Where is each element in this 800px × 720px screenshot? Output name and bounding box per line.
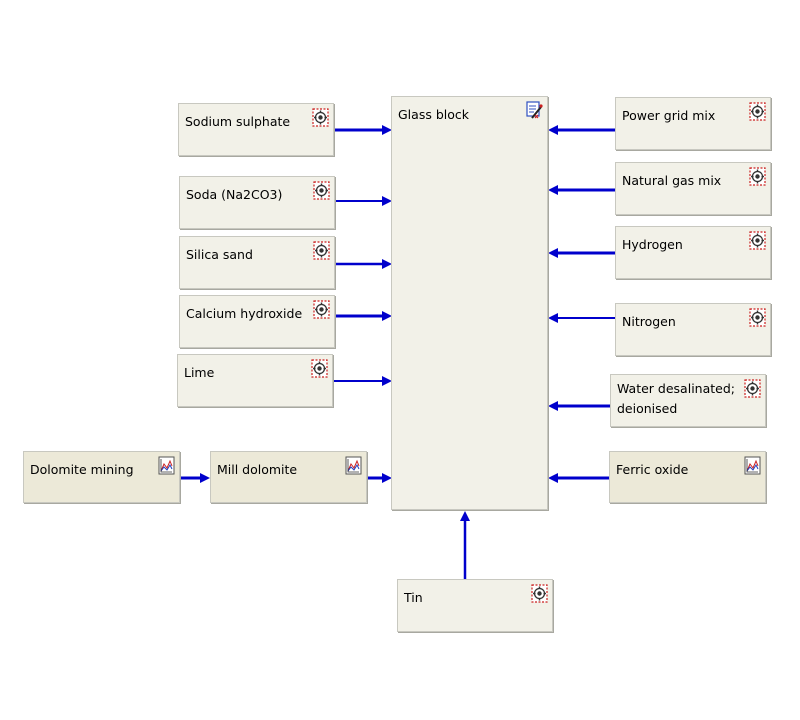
process-box-sodium-sulphate[interactable]: Sodium sulphate <box>178 103 334 156</box>
system-process-icon <box>749 231 766 250</box>
arrow-silica-sand <box>335 259 392 269</box>
process-box-calcium-hydroxide[interactable]: Calcium hydroxide <box>179 295 335 348</box>
process-label: Dolomite mining <box>30 462 134 477</box>
system-process-icon <box>313 241 330 260</box>
process-label: Soda (Na2CO3) <box>186 187 283 202</box>
process-box-soda[interactable]: Soda (Na2CO3) <box>179 176 335 229</box>
process-label: Calcium hydroxide <box>186 306 303 321</box>
process-label: Sodium sulphate <box>185 114 291 129</box>
process-box-water-desalinated[interactable]: Water desalinated; deionised <box>610 374 766 427</box>
process-box-tin[interactable]: Tin <box>397 579 553 632</box>
system-process-icon <box>749 308 766 327</box>
process-label: Hydrogen <box>622 237 683 252</box>
process-box-silica-sand[interactable]: Silica sand <box>179 236 335 289</box>
system-process-icon <box>313 181 330 200</box>
process-edit-icon <box>526 101 543 120</box>
process-label: Natural gas mix <box>622 173 722 188</box>
arrow-sodium-sulphate <box>334 125 392 135</box>
process-box-lime[interactable]: Lime <box>177 354 333 407</box>
process-label: Silica sand <box>186 247 253 262</box>
process-label: Water desalinated; deionised <box>617 381 735 416</box>
process-label: Power grid mix <box>622 108 716 123</box>
process-label: Glass block <box>398 107 469 122</box>
process-box-mill-dolomite[interactable]: Mill dolomite <box>210 451 367 503</box>
process-label: Lime <box>184 365 215 380</box>
arrow-dolomite-mining <box>180 473 210 483</box>
process-box-power-grid-mix[interactable]: Power grid mix <box>615 97 771 150</box>
process-label: Tin <box>404 590 423 605</box>
system-process-icon <box>313 300 330 319</box>
process-label: Nitrogen <box>622 314 676 329</box>
process-box-glass-block[interactable]: Glass block <box>391 96 548 510</box>
unit-process-chart-icon <box>744 456 761 475</box>
arrow-natural-gas-mix <box>548 185 615 195</box>
arrow-calcium-hydroxide <box>335 311 392 321</box>
system-process-icon <box>531 584 548 603</box>
process-box-ferric-oxide[interactable]: Ferric oxide <box>609 451 766 503</box>
system-process-icon <box>312 108 329 127</box>
process-box-dolomite-mining[interactable]: Dolomite mining <box>23 451 180 503</box>
unit-process-chart-icon <box>345 456 362 475</box>
system-process-icon <box>749 167 766 186</box>
system-process-icon <box>311 359 328 378</box>
arrow-water-desalinated <box>548 401 610 411</box>
arrow-tin <box>460 511 470 579</box>
process-box-nitrogen[interactable]: Nitrogen <box>615 303 771 356</box>
arrow-ferric-oxide <box>548 473 609 483</box>
arrow-hydrogen <box>548 248 615 258</box>
arrow-soda <box>335 196 392 206</box>
process-box-hydrogen[interactable]: Hydrogen <box>615 226 771 279</box>
process-box-natural-gas-mix[interactable]: Natural gas mix <box>615 162 771 215</box>
system-process-icon <box>749 102 766 121</box>
process-label: Mill dolomite <box>217 462 298 477</box>
unit-process-chart-icon <box>158 456 175 475</box>
arrow-nitrogen <box>548 313 615 323</box>
arrow-power-grid-mix <box>548 125 615 135</box>
arrow-lime <box>333 376 392 386</box>
arrow-mill-dolomite <box>367 473 392 483</box>
system-process-icon <box>744 379 761 398</box>
process-label: Ferric oxide <box>616 462 689 477</box>
